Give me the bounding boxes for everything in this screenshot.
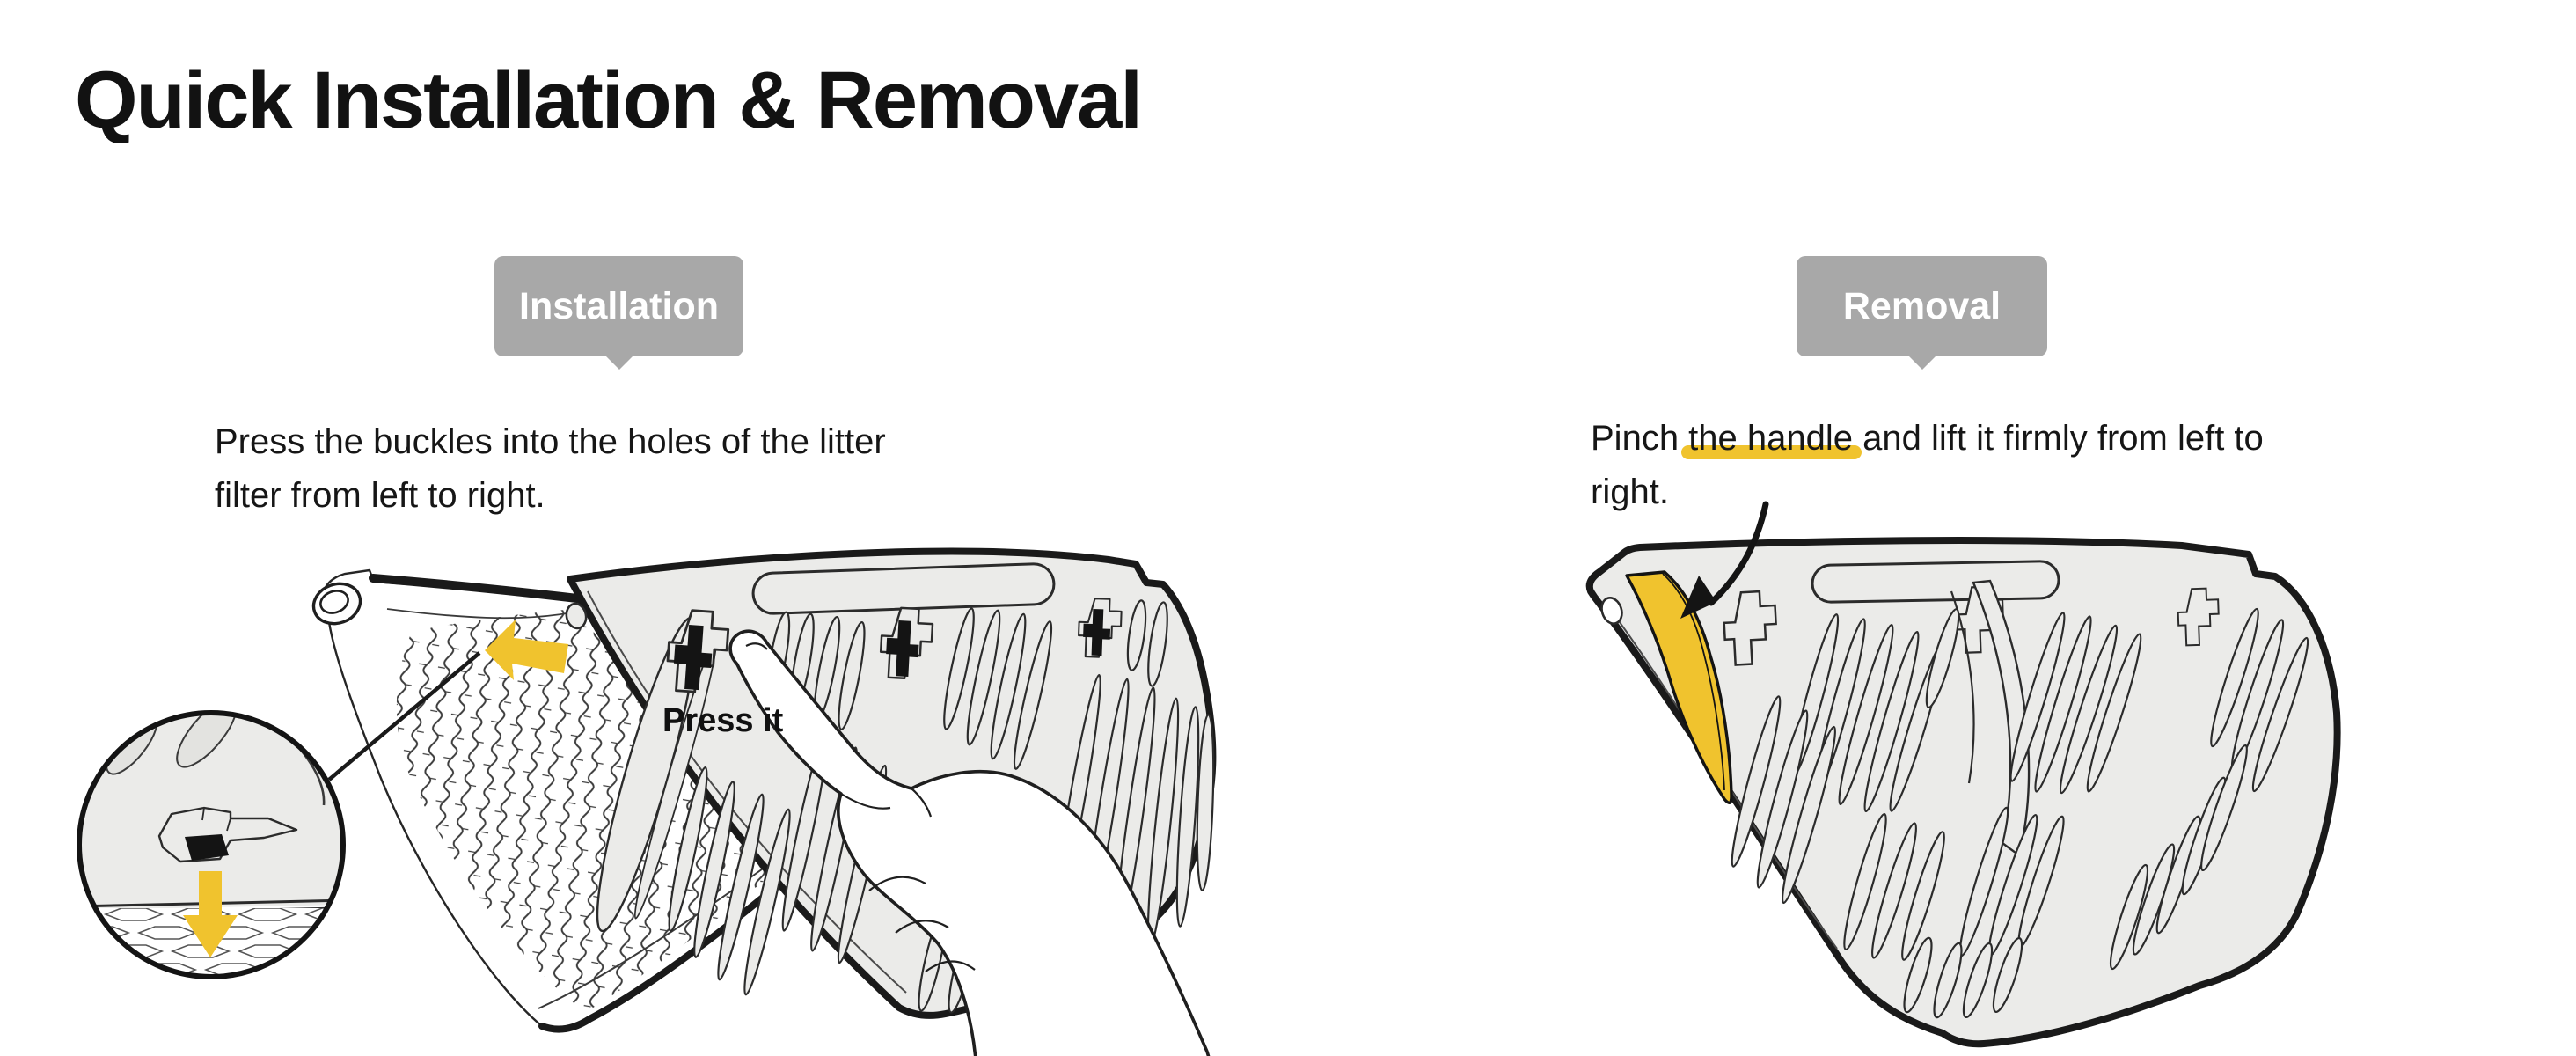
- slot: [1175, 706, 1200, 928]
- buckle-detail: [157, 806, 298, 863]
- slot: [2009, 612, 2066, 782]
- installation-instruction: Press the buckles into the holes of the …: [215, 415, 886, 523]
- slot: [1863, 630, 1920, 813]
- slot: [966, 609, 1001, 746]
- slot: [668, 766, 708, 933]
- slot: [1992, 936, 2023, 1014]
- removal-instruction: Pinch the handle and lift it firmly from…: [1591, 412, 2264, 519]
- slot: [1843, 812, 1887, 951]
- removal-line1-prefix: Pinch: [1591, 419, 1689, 458]
- slot: [838, 621, 866, 730]
- slot: [717, 793, 765, 981]
- slot: [990, 612, 1027, 760]
- slot: [943, 607, 975, 730]
- page-title: Quick Installation & Removal: [75, 55, 1143, 145]
- slot: [1962, 942, 1994, 1019]
- slot: [1147, 601, 1168, 687]
- slot: [2034, 615, 2092, 793]
- hand-pointer: [728, 629, 1211, 1056]
- slot: [2059, 624, 2119, 795]
- installation-badge-label: Installation: [519, 284, 719, 327]
- installation-badge: Installation: [494, 256, 743, 370]
- slot: [2086, 633, 2142, 793]
- removal-badge: Removal: [1797, 256, 2047, 370]
- magnifier-connector-line: [327, 651, 481, 781]
- slot: [1903, 936, 1933, 1014]
- curved-arrow-down-left-icon: [1680, 501, 1769, 619]
- slot: [2210, 607, 2259, 748]
- corner-hole: [565, 602, 588, 630]
- slot: [1925, 608, 1960, 708]
- filter-cover-panel-removal: [1585, 501, 2341, 1048]
- slot: [2200, 744, 2248, 872]
- removal-instruction-line1: Pinch the handle and lift it firmly from…: [1591, 412, 2264, 466]
- yellow-arrow-left-icon: [485, 620, 568, 680]
- slot: [1196, 713, 1215, 892]
- drain-slots: [1731, 607, 2309, 1019]
- slot: [1731, 695, 1782, 868]
- press-it-label: Press it: [662, 702, 784, 739]
- handle-highlight: the handle: [1688, 419, 1854, 458]
- slot: [693, 781, 735, 958]
- slot: [1838, 623, 1894, 806]
- removal-instruction-line2: right.: [1591, 473, 1669, 511]
- slot: [2109, 863, 2149, 971]
- corner-hole: [1600, 597, 1623, 625]
- slot: [1781, 725, 1837, 905]
- slot: [1756, 709, 1809, 889]
- removal-line1-suffix: and lift it firmly from left to: [1853, 419, 2264, 458]
- slot: [1013, 620, 1053, 770]
- removal-badge-label: Removal: [1842, 284, 2002, 327]
- slot: [743, 808, 791, 996]
- installation-instruction-line1: Press the buckles into the holes of the …: [215, 422, 886, 461]
- handle-slot: [751, 562, 1056, 615]
- slot: [1870, 822, 1918, 959]
- installation-instruction-line2: filter from left to right.: [215, 476, 545, 515]
- yellow-arrow-down-icon: [183, 871, 238, 957]
- slot: [1933, 942, 1963, 1019]
- slot: [2251, 636, 2309, 793]
- magnifier-circle: [77, 710, 346, 979]
- drain-slots: [668, 599, 1215, 1014]
- handle-slot: [1811, 560, 2060, 604]
- slot: [1901, 831, 1945, 961]
- slot: [1126, 599, 1147, 671]
- handle-wedge-highlighted: [1625, 570, 1733, 804]
